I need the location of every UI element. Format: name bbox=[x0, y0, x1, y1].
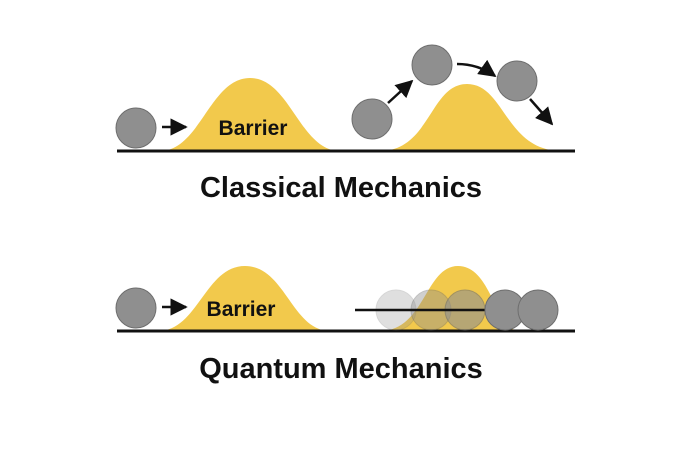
classical-arrow-up bbox=[387, 79, 414, 104]
classical-ball-top-right bbox=[496, 60, 538, 102]
classical-barrier-left bbox=[160, 78, 340, 151]
quantum-incoming-ball bbox=[115, 287, 157, 329]
classical-incoming-ball bbox=[115, 107, 157, 149]
quantum-panel: Barrier Quantum Mechanics bbox=[115, 266, 575, 385]
quantum-barrier-label: Barrier bbox=[207, 298, 276, 321]
quantum-barrier-left bbox=[158, 266, 330, 331]
classical-arrow-over bbox=[456, 59, 497, 78]
classical-ball-climbing bbox=[351, 98, 393, 140]
classical-barrier-right bbox=[380, 84, 562, 151]
classical-ball-top-left bbox=[411, 44, 453, 86]
classical-title: Classical Mechanics bbox=[200, 172, 482, 204]
classical-panel: Barrier Classical Mechanics bbox=[115, 44, 575, 204]
classical-barrier-label: Barrier bbox=[219, 117, 288, 140]
quantum-ball-transmitted bbox=[517, 289, 559, 331]
quantum-title: Quantum Mechanics bbox=[199, 353, 483, 385]
classical-arrow-down bbox=[529, 98, 554, 126]
